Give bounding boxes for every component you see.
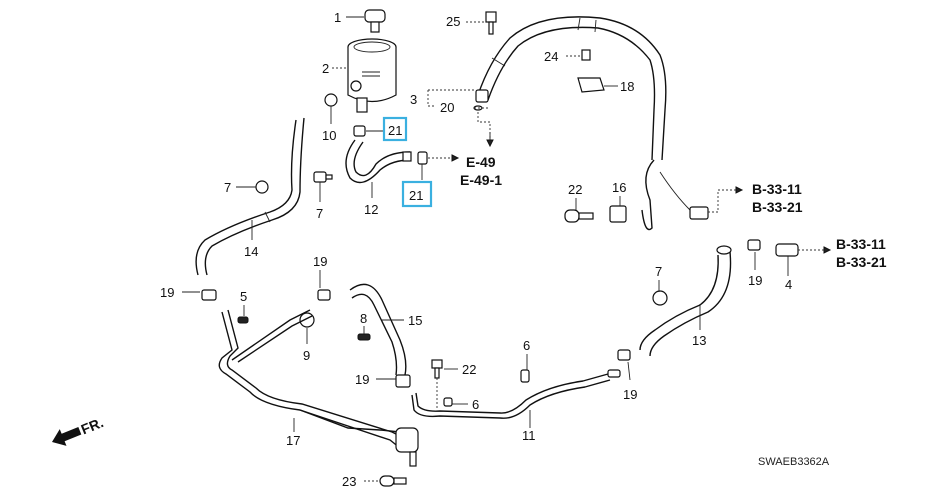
- clamp-19-pipe-11[interactable]: [617, 349, 631, 361]
- callout-9[interactable]: 9: [303, 348, 310, 363]
- reservoir-cap[interactable]: [364, 9, 386, 33]
- callout-1[interactable]: 1: [334, 10, 341, 25]
- front-direction-arrow: FR.: [52, 414, 106, 446]
- callout-23[interactable]: 23: [342, 474, 356, 489]
- clamp-19-top-right[interactable]: [747, 239, 761, 251]
- callout-19-hose-15[interactable]: 19: [355, 372, 369, 387]
- reservoir-tank[interactable]: [347, 38, 397, 113]
- leader-lines: [182, 16, 826, 482]
- bolt-23[interactable]: [379, 475, 407, 487]
- ref-b-33-11-upper[interactable]: B-33-11: [752, 181, 802, 197]
- clamp-7-right[interactable]: [652, 290, 668, 306]
- callout-2[interactable]: 2: [322, 61, 329, 76]
- clamp-21-upper[interactable]: [353, 125, 366, 137]
- callout-22-lower[interactable]: 22: [462, 362, 476, 377]
- highlight-box-21-upper: [382, 116, 408, 142]
- callout-7-right[interactable]: 7: [655, 264, 662, 279]
- hose-13[interactable]: [639, 245, 732, 357]
- pressure-hose-fitting-3[interactable]: [475, 89, 489, 103]
- cooler-pipe-17[interactable]: [218, 309, 419, 467]
- arrow-to-e49: [486, 132, 494, 148]
- callout-6-lower[interactable]: 6: [472, 397, 479, 412]
- bracket-18[interactable]: [577, 49, 605, 93]
- callout-4[interactable]: 4: [785, 277, 792, 292]
- diagram-code: SWAEB3362A: [758, 456, 830, 468]
- clamp-19-left[interactable]: [201, 289, 217, 301]
- front-label: FR.: [79, 414, 106, 437]
- arrow-to-b33-upper: [735, 186, 744, 194]
- callout-18[interactable]: 18: [620, 79, 634, 94]
- clamp-19-upper-center[interactable]: [317, 289, 331, 301]
- callout-19-top-right[interactable]: 19: [748, 273, 762, 288]
- callout-19-left[interactable]: 19: [160, 285, 174, 300]
- callout-21-upper[interactable]: 21: [388, 123, 402, 138]
- callout-20[interactable]: 20: [440, 100, 454, 115]
- callout-19-upper-center[interactable]: 19: [313, 254, 327, 269]
- bolt-22-upper[interactable]: [564, 209, 594, 223]
- callout-19-pipe-11[interactable]: 19: [623, 387, 637, 402]
- ref-b-33-21-upper[interactable]: B-33-21: [752, 199, 803, 215]
- callout-13[interactable]: 13: [692, 333, 706, 348]
- callout-12[interactable]: 12: [364, 202, 378, 217]
- arrow-e49-lower: [451, 154, 460, 162]
- callout-11[interactable]: 11: [522, 428, 536, 443]
- ref-b-33-21-lower[interactable]: B-33-21: [836, 254, 887, 270]
- callout-24[interactable]: 24: [544, 49, 558, 64]
- callout-10[interactable]: 10: [322, 128, 336, 143]
- callout-6-center[interactable]: 6: [523, 338, 530, 353]
- callout-7-left[interactable]: 7: [224, 180, 231, 195]
- ref-e-49[interactable]: E-49: [466, 154, 496, 170]
- callout-21-lower[interactable]: 21: [409, 188, 423, 203]
- callout-5[interactable]: 5: [240, 289, 247, 304]
- highlight-box-21-lower: [401, 180, 433, 208]
- clamp-16[interactable]: [609, 205, 627, 223]
- callout-17[interactable]: 17: [286, 433, 300, 448]
- callout-16[interactable]: 16: [612, 180, 626, 195]
- hose-15[interactable]: [349, 283, 407, 376]
- callout-3[interactable]: 3: [410, 92, 417, 107]
- callout-25[interactable]: 25: [446, 14, 460, 29]
- bolt-6-center[interactable]: [520, 369, 530, 383]
- clip-5[interactable]: [237, 316, 249, 324]
- callout-8[interactable]: 8: [360, 311, 367, 326]
- clip-8[interactable]: [357, 333, 371, 341]
- callout-14[interactable]: 14: [244, 244, 258, 259]
- ref-e-49-1[interactable]: E-49-1: [460, 172, 502, 188]
- clamp-19-hose-15[interactable]: [395, 374, 411, 388]
- clamp-7-left[interactable]: [255, 180, 269, 194]
- hose-12[interactable]: [345, 139, 412, 184]
- callout-15[interactable]: 15: [408, 313, 422, 328]
- callout-22-upper[interactable]: 22: [568, 182, 582, 197]
- clamp-9[interactable]: [299, 312, 315, 328]
- bolt-6-lower[interactable]: [443, 397, 453, 407]
- union-4[interactable]: [775, 243, 799, 257]
- pipe-11[interactable]: [411, 369, 621, 419]
- hose-14[interactable]: [195, 117, 305, 276]
- clamp-10[interactable]: [324, 93, 338, 107]
- clamp-21-lower[interactable]: [417, 151, 428, 165]
- bolt-25[interactable]: [485, 11, 497, 35]
- bolt-22-lower[interactable]: [431, 359, 443, 379]
- pressure-hose[interactable]: [477, 16, 709, 231]
- arrow-left-icon: [52, 427, 82, 446]
- ref-b-33-11-lower[interactable]: B-33-11: [836, 236, 886, 252]
- arrow-to-b33-lower: [823, 246, 832, 254]
- clip-7-center[interactable]: [313, 171, 333, 183]
- callout-7-center[interactable]: 7: [316, 206, 323, 221]
